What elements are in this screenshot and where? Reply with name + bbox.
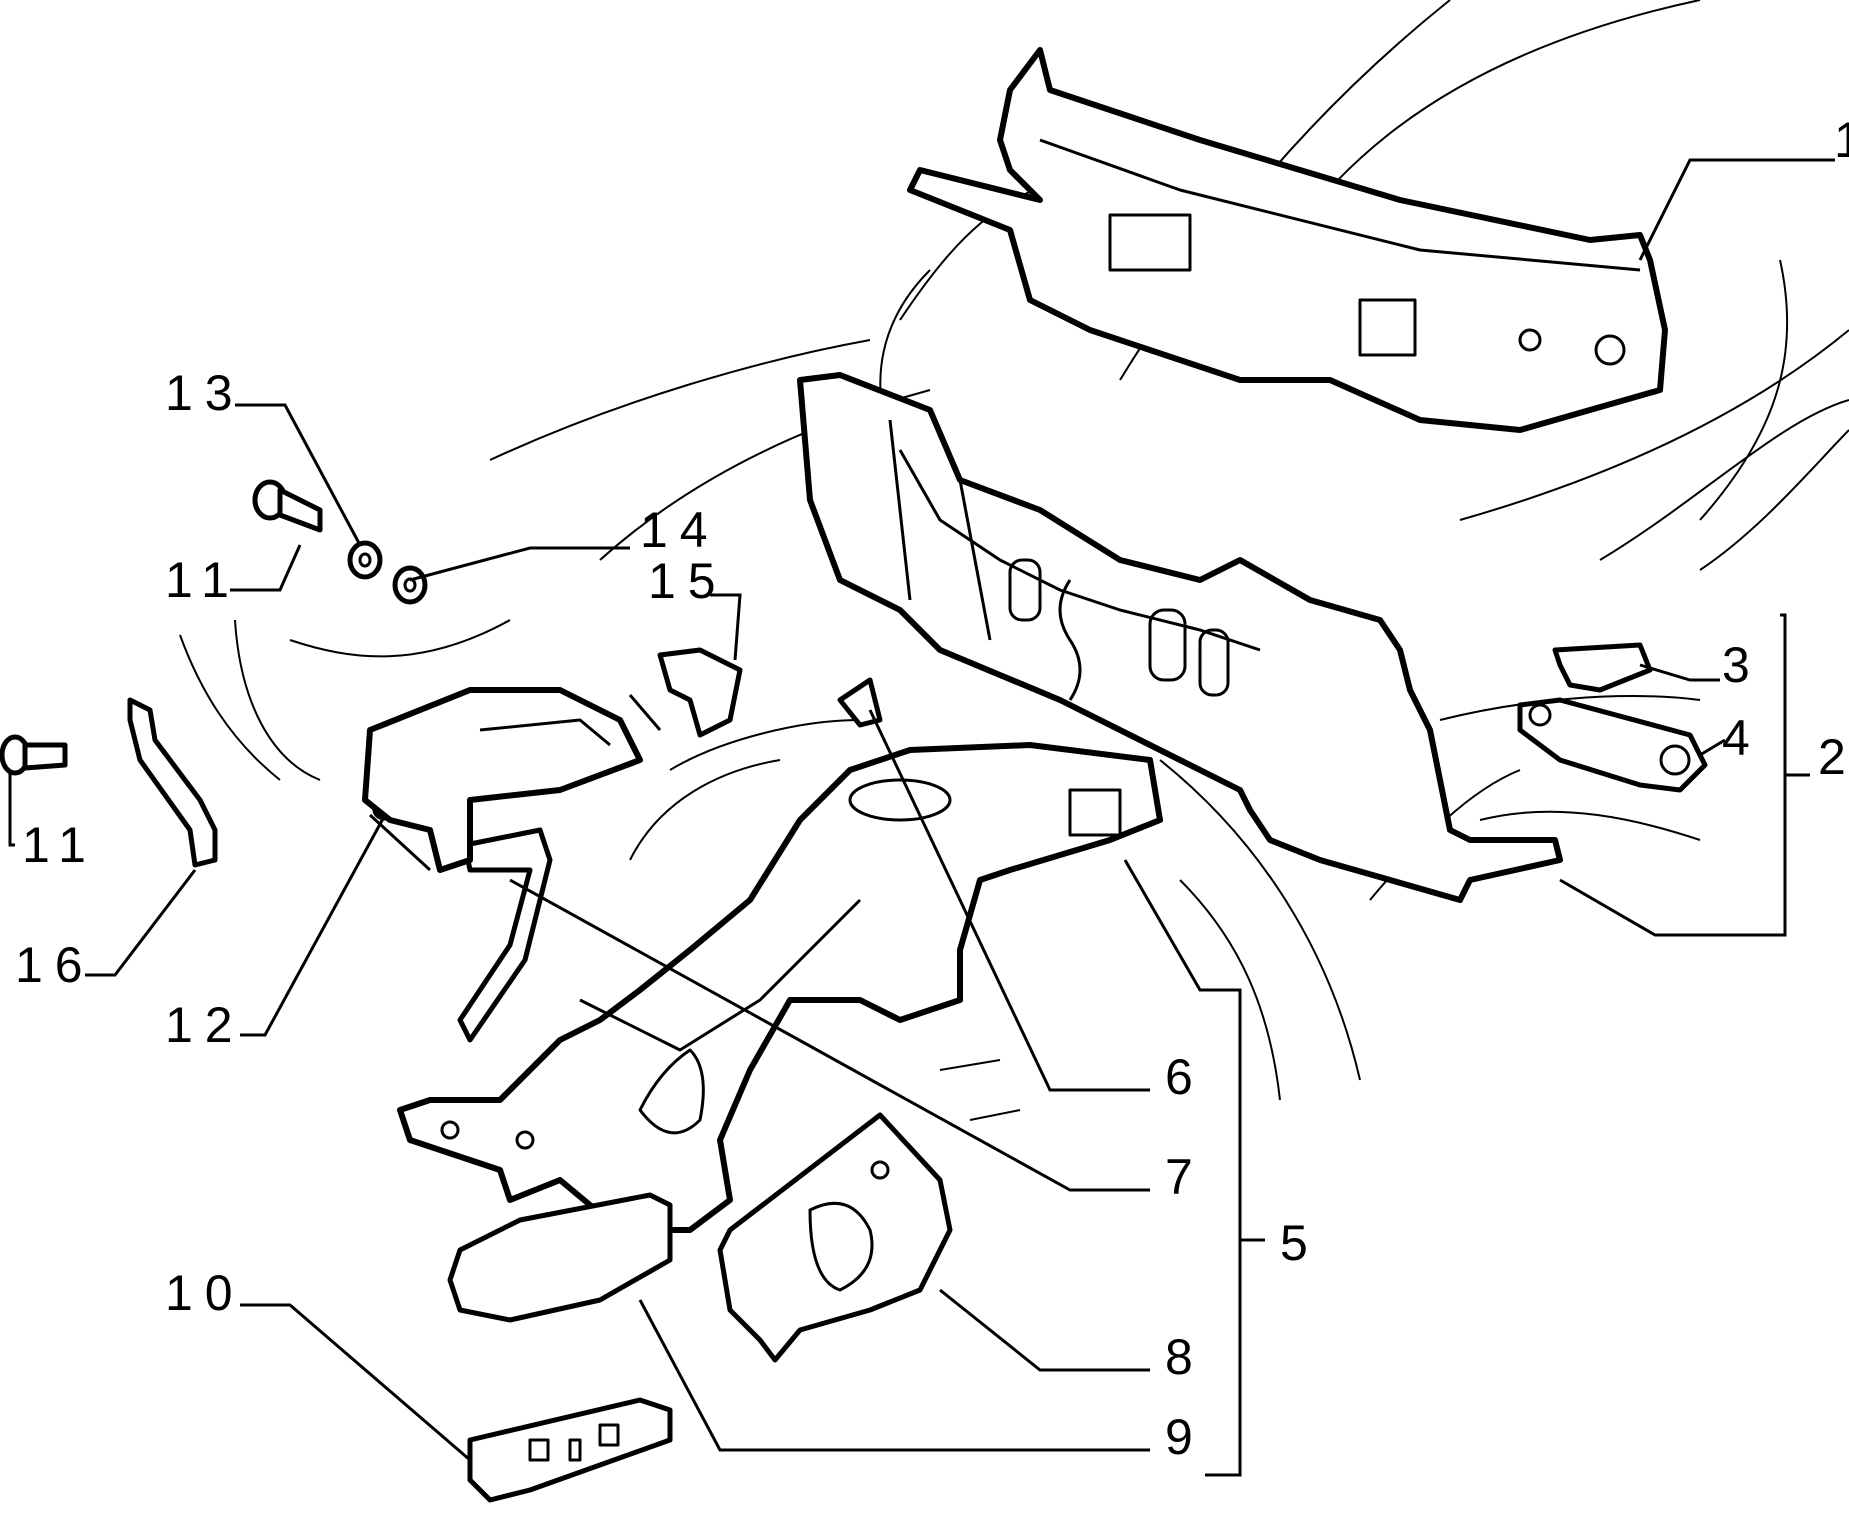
leader-lines: [8, 158, 1835, 1477]
callout-12: 12: [165, 997, 245, 1053]
callout-11-lower: 11: [22, 817, 98, 873]
part-4-reinforcement: [1517, 697, 1708, 793]
part-3-bracket: [1552, 642, 1653, 693]
part-8-plate: [717, 1112, 953, 1363]
callout-16: 16: [15, 937, 95, 993]
part-11-bolt-lower: [0, 734, 68, 776]
part-7-bracket: [457, 827, 553, 1043]
part-16-strap: [127, 697, 218, 868]
callout-4: 4: [1722, 710, 1762, 766]
callout-1: 1: [1834, 115, 1849, 165]
callout-5: 5: [1280, 1215, 1320, 1271]
part-1-upper-crossmember: [907, 47, 1668, 433]
part-10-base-plate: [467, 1397, 673, 1503]
callout-3: 3: [1722, 637, 1762, 693]
callout-11-upper: 11: [165, 552, 241, 608]
part-11-bolt-upper: [252, 479, 323, 533]
part-13-washer: [347, 540, 383, 580]
callout-9: 9: [1165, 1409, 1205, 1465]
part-6-gusset: [837, 677, 883, 728]
part-2-rear-panel: [797, 372, 1563, 903]
part-9-block: [447, 1192, 673, 1323]
callout-14: 14: [640, 502, 720, 558]
callout-2: 2: [1818, 729, 1849, 785]
part-15-clip: [657, 647, 743, 738]
mount-bracket: [362, 687, 643, 873]
callout-10: 10: [165, 1265, 245, 1321]
part-5-side-member: [397, 742, 1163, 1233]
part-14-washer: [392, 565, 428, 605]
callout-7: 7: [1165, 1149, 1205, 1205]
callout-6: 6: [1165, 1049, 1205, 1105]
callout-15: 15: [648, 553, 728, 609]
callout-8: 8: [1165, 1329, 1205, 1385]
callout-13: 13: [165, 365, 245, 421]
